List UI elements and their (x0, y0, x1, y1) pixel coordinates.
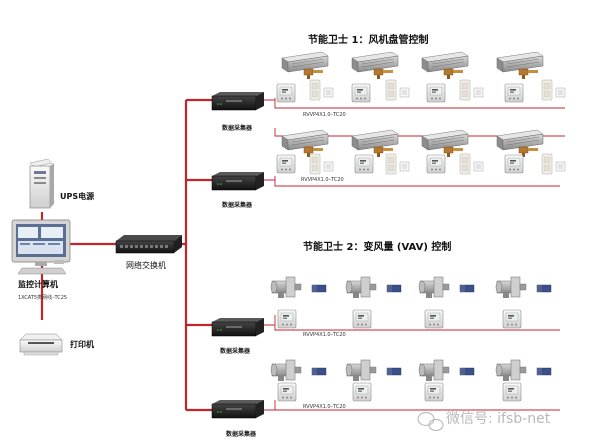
controller-label-1: RVVP4X1.0–TC20 (303, 112, 346, 118)
panel-switch-icon (309, 79, 321, 101)
fan-coil-unit-icon (281, 129, 329, 158)
collector-label-3: 数据采集器 (220, 348, 251, 355)
thermostat-icon (276, 154, 296, 174)
collector-label-1: 数据采集器 (222, 125, 253, 132)
printer (19, 333, 63, 356)
wall-switch-icon (323, 87, 334, 98)
monitor-pc-label: 监控计算机 (18, 280, 58, 289)
collector-label-4: 数据采集器 (226, 431, 257, 438)
vav-box-icon (270, 276, 327, 299)
thermostat-icon (352, 309, 372, 329)
watermark: 微信号: ifsb-net (446, 411, 551, 427)
panel-switch-icon (541, 153, 553, 175)
thermostat-icon (424, 382, 444, 402)
data-collector-icon (211, 171, 265, 191)
wechat-icon (417, 411, 444, 432)
thermostat-icon (277, 382, 297, 402)
thermostat-icon (354, 154, 374, 174)
collector-label-2: 数据采集器 (222, 202, 253, 209)
wall-switch-icon (399, 161, 410, 172)
vav-box-icon (345, 359, 402, 382)
server-tower-icon (29, 158, 54, 209)
panel-switch-icon (459, 79, 471, 101)
ups-server (29, 158, 54, 209)
vav-row-2 (270, 359, 552, 402)
thermostat-icon (426, 154, 446, 174)
data-collector-icon (211, 91, 265, 111)
thermostat-icon (276, 83, 296, 103)
fan-coil-unit-icon (496, 51, 544, 80)
vav-row-1 (270, 276, 552, 329)
panel-switch-icon (385, 153, 397, 175)
vav-box-icon (345, 276, 402, 299)
data-collector-4 (211, 399, 265, 419)
data-collector-2 (211, 171, 265, 191)
panel-switch-icon (541, 79, 553, 101)
vav-box-icon (495, 276, 552, 299)
thermostat-icon (424, 309, 444, 329)
wall-switch-icon (555, 87, 566, 98)
network-switch-icon (115, 235, 182, 254)
data-collector-1 (211, 91, 265, 111)
panel-switch-icon (309, 153, 321, 175)
data-collector-3 (211, 317, 265, 337)
cable-label: 1XCAT5类网线–TC25 (18, 295, 68, 301)
ups-label: UPS电源 (60, 192, 95, 201)
controller-label-4: RVVP4X1.0–TC20 (303, 404, 346, 410)
printer-label: 打印机 (70, 340, 94, 349)
data-collector-icon (211, 317, 265, 337)
vav-box-icon (495, 359, 552, 382)
network-switch (115, 235, 182, 254)
thermostat-icon (502, 382, 522, 402)
thermostat-icon (502, 309, 522, 329)
fan-coil-unit-icon (421, 51, 469, 80)
vav-box-icon (418, 359, 475, 382)
fan-coil-unit-icon (421, 129, 469, 158)
wall-switch-icon (399, 87, 410, 98)
monitor-pc (11, 219, 71, 275)
panel-switch-icon (459, 153, 471, 175)
printer-icon (19, 333, 63, 356)
wiring-fine (262, 98, 565, 411)
wall-switch-icon (473, 161, 484, 172)
controller-label-3: RVVP4X1.0–TC20 (303, 332, 346, 338)
fcu-row-2 (276, 129, 566, 175)
fcu-row-1 (276, 51, 566, 103)
wall-switch-icon (323, 161, 334, 172)
switch-label: 网络交换机 (126, 261, 166, 270)
vav-box-icon (270, 359, 327, 382)
data-collector-icon (211, 399, 265, 419)
monitor-icon (11, 219, 71, 275)
vav-section-title: 节能卫士 2：变风量 (VAV) 控制 (303, 242, 452, 253)
fcu-section-title: 节能卫士 1：风机盘管控制 (308, 35, 429, 46)
thermostat-icon (277, 309, 297, 329)
fan-coil-unit-icon (281, 51, 329, 80)
fan-coil-unit-icon (351, 51, 399, 80)
wiring (40, 98, 212, 412)
thermostat-icon (351, 83, 371, 103)
thermostat-icon (504, 154, 524, 174)
wall-switch-icon (473, 87, 484, 98)
wall-switch-icon (555, 161, 566, 172)
thermostat-icon (504, 83, 524, 103)
thermostat-icon (426, 83, 446, 103)
panel-switch-icon (385, 79, 397, 101)
fan-coil-unit-icon (351, 129, 399, 158)
thermostat-icon (352, 382, 372, 402)
controller-label-2: RVVP4X1.0–TC20 (301, 177, 344, 183)
fan-coil-unit-icon (496, 129, 544, 158)
vav-box-icon (418, 276, 475, 299)
